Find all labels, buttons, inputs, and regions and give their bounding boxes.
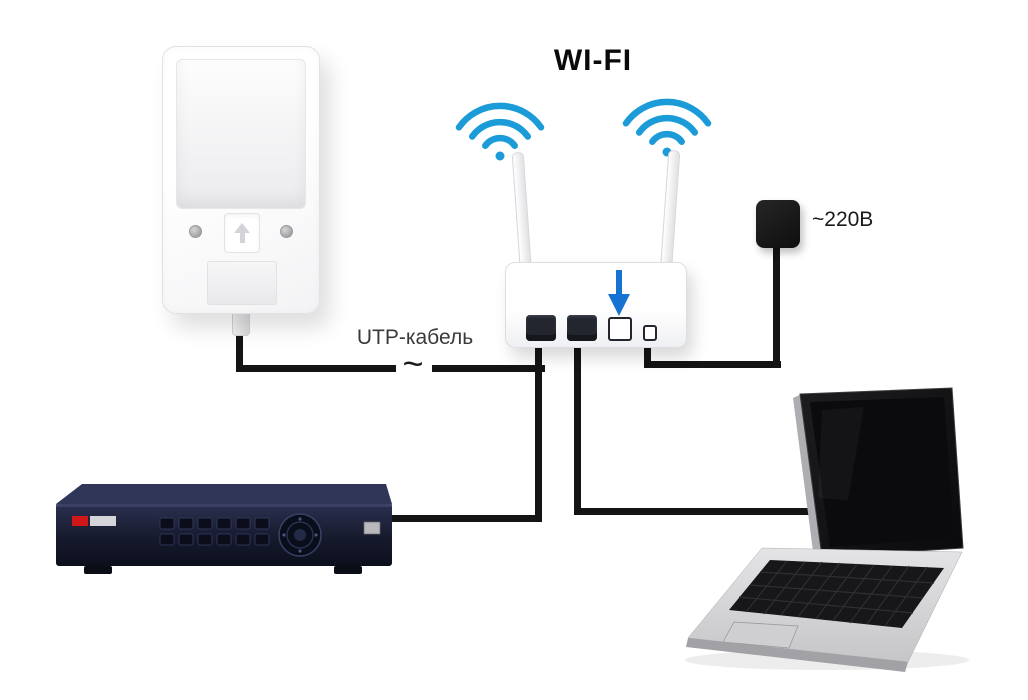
dvr-jog-dial	[278, 513, 322, 557]
cable-break-symbol: ~	[402, 343, 424, 384]
cable-router-to-laptop-vertical	[574, 336, 581, 515]
laptop-front-edge	[686, 638, 908, 672]
wifi-router	[505, 262, 687, 348]
dvr-front-buttons	[159, 517, 270, 546]
down-arrow-icon	[608, 270, 630, 316]
laptop	[685, 387, 969, 672]
wifi-arc-middle	[468, 118, 532, 140]
down-arrow-shape	[608, 270, 630, 316]
wifi-dot	[495, 151, 505, 161]
power-voltage-label: ~220В	[812, 208, 874, 231]
access-point-bottom-bracket	[207, 261, 277, 305]
dvr-front-highlight	[56, 504, 392, 507]
power-adapter	[756, 200, 800, 248]
wifi-signal-icon	[622, 98, 712, 157]
router-wan-port	[608, 317, 632, 341]
dvr	[56, 484, 392, 574]
dvr-usb-port	[363, 521, 381, 535]
router-antenna-left	[511, 151, 532, 273]
router-lan-port-2	[567, 315, 597, 341]
utp-cable-label: UTP-кабель	[356, 326, 474, 349]
dvr-foot-left	[84, 566, 112, 574]
screw-icon	[189, 225, 202, 238]
wifi-signal-icon	[455, 102, 545, 161]
utp-cable-ap-vertical	[236, 330, 243, 372]
laptop-display	[810, 397, 954, 547]
dvr-logo-white	[90, 516, 116, 526]
power-cable-router-segment	[644, 338, 651, 368]
dvr-foot-right	[334, 566, 362, 574]
access-point-mount-tab	[224, 213, 260, 253]
cable-router-to-laptop-horizontal	[574, 508, 820, 515]
power-cable-horizontal	[644, 361, 781, 368]
dvr-top-face	[56, 484, 392, 504]
screw-icon	[280, 225, 293, 238]
router-lan-port-1	[526, 315, 556, 341]
wifi-arc-outer	[622, 98, 712, 127]
wifi-arc-middle	[635, 114, 699, 136]
wifi-title: WI-FI	[553, 44, 633, 77]
cable-router-to-dvr-vertical	[535, 336, 542, 522]
access-point-front-panel	[176, 59, 306, 209]
utp-cable-horizontal-left	[236, 365, 396, 372]
wifi-arc-inner	[482, 134, 518, 149]
cable-router-to-dvr-horizontal	[388, 515, 542, 522]
router-ports	[526, 313, 657, 341]
power-cable-adapter-vertical	[773, 246, 780, 368]
up-arrow-stem	[239, 233, 245, 243]
outdoor-access-point	[162, 46, 320, 314]
laptop-touchpad	[722, 621, 799, 649]
wifi-arc-outer	[455, 102, 545, 131]
up-arrow-icon	[234, 223, 250, 233]
router-power-port	[643, 325, 657, 341]
wifi-arc-inner	[649, 130, 685, 145]
utp-cable-horizontal-right	[432, 365, 545, 372]
laptop-screen-reflection	[818, 407, 864, 500]
dvr-logo-red	[72, 516, 88, 526]
router-antenna-right	[660, 149, 681, 271]
laptop-keyboard-keys	[738, 560, 935, 627]
